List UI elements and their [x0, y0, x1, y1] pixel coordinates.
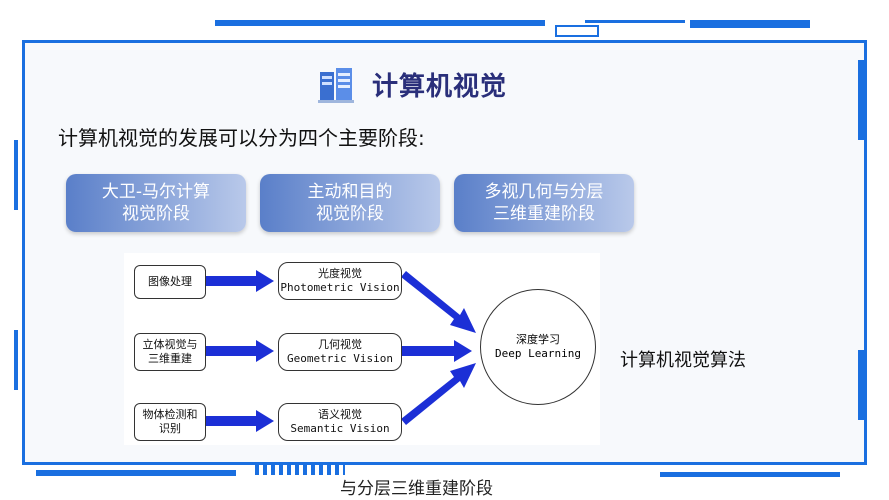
stage-card-3: 多视几何与分层 三维重建阶段	[454, 174, 634, 232]
page-title: 计算机视觉	[372, 71, 508, 102]
semantic-vision-box: 语义视觉 Semantic Vision	[278, 403, 402, 441]
frame-accent-top-3	[555, 25, 599, 37]
frame-accent-top-2	[585, 20, 685, 23]
arrow-5	[401, 271, 476, 333]
photometric-vision-box: 光度视觉 Photometric Vision	[278, 262, 402, 300]
intro-text: 计算机视觉的发展可以分为四个主要阶段:	[58, 126, 425, 150]
server-icon	[318, 64, 354, 104]
arrow-4	[402, 340, 472, 362]
stage-card-2: 主动和目的 视觉阶段	[260, 174, 440, 232]
frame-accent-left-2	[14, 330, 18, 390]
deep-learning-circle: 深度学习 Deep Learning	[480, 289, 596, 405]
arrow-6	[401, 363, 476, 425]
diagram-arrows	[206, 270, 476, 432]
frame-accent-bottom-3	[660, 472, 840, 477]
input-object-detection: 物体检测和 识别	[134, 403, 206, 441]
title-row: 计算机视觉	[318, 62, 507, 106]
video-subtitle: 与分层三维重建阶段	[340, 479, 493, 499]
frame-accent-right	[858, 60, 864, 140]
frame-accent-bottom-1	[36, 470, 236, 476]
input-arrows	[206, 270, 476, 432]
algorithm-label: 计算机视觉算法	[620, 350, 746, 371]
frame-accent-top-1	[215, 20, 545, 26]
frame-accent-right-2	[858, 350, 864, 420]
arrow-1	[206, 270, 274, 292]
geometric-vision-box: 几何视觉 Geometric Vision	[278, 333, 402, 371]
frame-accent-bottom-2	[255, 465, 345, 475]
input-stereo-vision: 立体视觉与 三维重建	[134, 333, 206, 371]
frame-accent-top-4	[690, 20, 810, 28]
arrow-3	[206, 410, 274, 432]
frame-accent-left	[14, 140, 18, 210]
stage-card-1: 大卫-马尔计算 视觉阶段	[66, 174, 246, 232]
vision-diagram: 图像处理 立体视觉与 三维重建 物体检测和 识别 光度视觉 Photometri…	[124, 253, 600, 445]
arrow-2	[206, 340, 274, 362]
input-image-processing: 图像处理	[134, 265, 206, 299]
